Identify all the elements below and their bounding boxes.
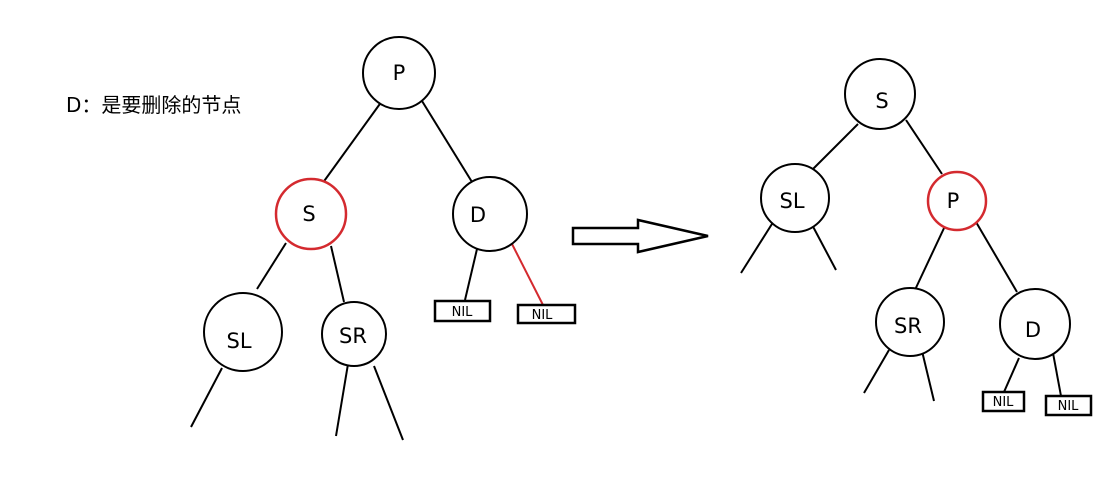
edge-p-d: [421, 100, 473, 183]
before-tree: P S D SL SR NIL NIL: [190, 36, 577, 441]
after-nil-left-label: NIL: [993, 395, 1015, 410]
after-node-sl: SL: [760, 163, 830, 233]
after-edge-d-nil-right: [1052, 352, 1062, 397]
after-nil-right-label: NIL: [1058, 399, 1080, 414]
after-node-sr: SR: [875, 287, 945, 357]
node-d: D: [452, 176, 528, 252]
after-node-p: P: [926, 170, 988, 232]
node-d-label: D: [470, 203, 486, 227]
edge-s-sl: [256, 242, 287, 290]
after-node-s: S: [844, 58, 916, 130]
edge-d-nil-left: [464, 248, 478, 301]
node-s-label: S: [302, 202, 315, 226]
nil-right-label: NIL: [532, 308, 554, 323]
edge-s-sr: [330, 245, 345, 303]
after-edge-p-d: [975, 221, 1018, 293]
node-sr: SR: [321, 301, 387, 367]
after-node-p-label: P: [947, 189, 960, 213]
after-nil-box-left: NIL: [981, 390, 1026, 413]
after-edge-sl-left: [740, 215, 778, 274]
after-node-d-label: D: [1025, 318, 1041, 342]
transform-arrow-icon: [571, 218, 709, 254]
after-edge-s-p: [905, 119, 943, 175]
after-node-d: D: [999, 288, 1071, 360]
nil-box-left: NIL: [433, 299, 492, 323]
after-node-s-label: S: [875, 89, 888, 113]
after-node-sr-label: SR: [894, 314, 922, 338]
node-p-label: P: [393, 61, 406, 85]
after-node-sl-label: SL: [779, 189, 804, 213]
nil-left-label: NIL: [452, 305, 474, 320]
after-tree: S SL P SR D NIL NIL: [740, 58, 1093, 417]
edge-sr-right-child: [373, 365, 404, 441]
nil-box-right: NIL: [516, 303, 577, 325]
caption-text: D：是要删除的节点: [66, 93, 241, 117]
node-sl: SL: [203, 292, 283, 372]
edge-d-nil-right: [510, 241, 544, 306]
node-s: S: [274, 177, 348, 251]
after-edge-p-sr: [913, 225, 946, 293]
edge-p-s: [321, 100, 383, 185]
node-sr-label: SR: [339, 324, 367, 348]
after-nil-box-right: NIL: [1044, 394, 1093, 417]
edge-sr-left-child: [335, 363, 349, 437]
after-edge-sr-left: [863, 349, 890, 394]
after-edge-s-sl: [809, 123, 859, 173]
edge-sl-child: [190, 367, 223, 428]
node-p: P: [362, 36, 436, 110]
after-edge-d-nil-left: [1003, 357, 1020, 393]
after-edge-sr-right: [921, 350, 935, 402]
node-sl-label: SL: [226, 329, 251, 353]
